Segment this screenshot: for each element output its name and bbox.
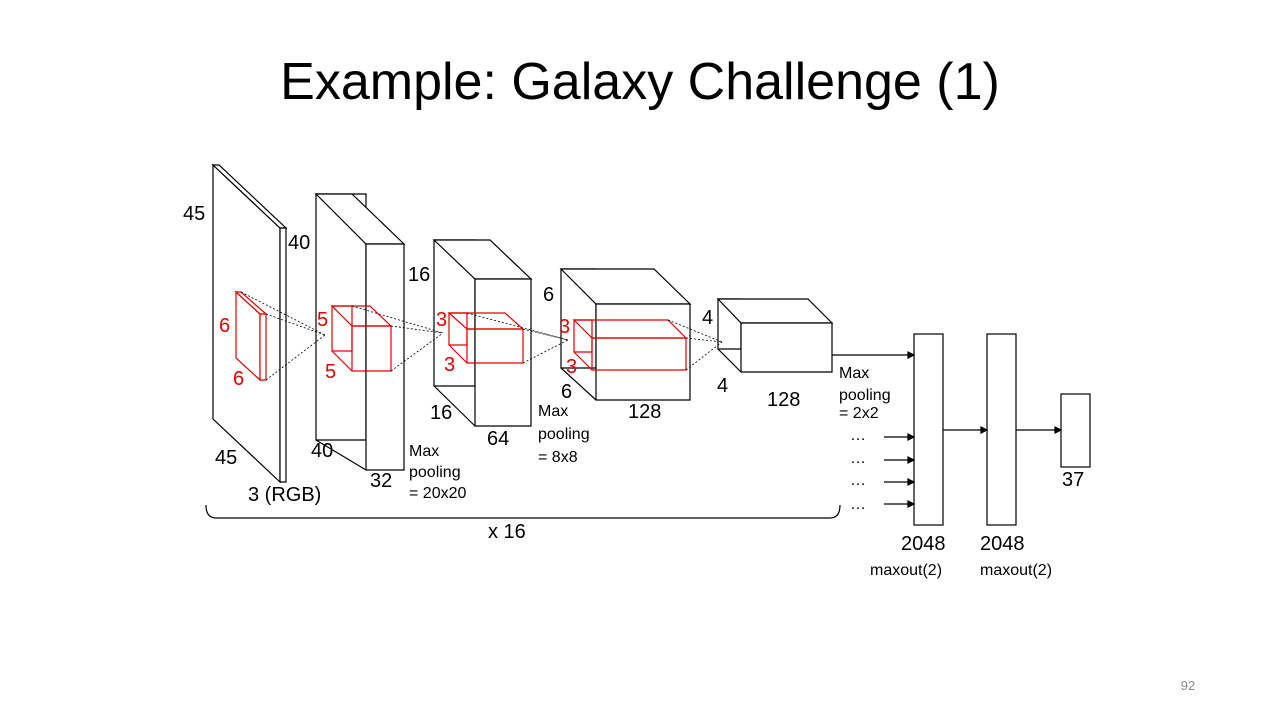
- input-height-label: 45: [183, 203, 205, 225]
- input-kernel: [234, 290, 268, 382]
- layer1-width-label: 40: [311, 440, 333, 462]
- layer3-kernel-label-a: 3: [559, 316, 570, 338]
- repeat-label: x 16: [488, 521, 526, 543]
- layer3-height-label: 6: [543, 284, 554, 306]
- layer2-pool-text-3: = 8x8: [538, 449, 578, 466]
- input-kernel-height-label: 6: [219, 315, 230, 337]
- page-number: 92: [1180, 678, 1196, 693]
- layer2-width-label: 16: [430, 402, 452, 424]
- output-layer: [1060, 393, 1091, 468]
- layer1-pool-text-3: = 20x20: [409, 485, 466, 502]
- input-depth-label: 3 (RGB): [248, 484, 321, 506]
- conv-volume-2: [432, 239, 533, 427]
- fc1-activation-label: maxout(2): [870, 562, 942, 579]
- fc1-units-label: 2048: [901, 533, 946, 555]
- layer4-width-label: 4: [717, 375, 728, 397]
- conv-volume-4: [716, 298, 834, 373]
- layer2-pool-text-1: Max: [538, 403, 568, 420]
- ellipsis-3: …: [850, 472, 866, 489]
- layer3-kernel-label-b: 3: [566, 356, 577, 378]
- conv-volume-3: [559, 268, 692, 401]
- layer1-depth-label: 32: [370, 470, 392, 492]
- repeat-bracket: [205, 504, 841, 519]
- layer1-pool-text-1: Max: [409, 443, 439, 460]
- layer1-kernel-label-a: 5: [317, 309, 328, 331]
- layer2-depth-label: 64: [487, 428, 509, 450]
- layer2-height-label: 16: [408, 264, 430, 286]
- input-width-label: 45: [215, 447, 237, 469]
- layer2-pool-text-2: pooling: [538, 426, 590, 443]
- output-units-label: 37: [1062, 469, 1084, 491]
- slide-title: Example: Galaxy Challenge (1): [280, 53, 1000, 111]
- fc2-units-label: 2048: [980, 533, 1025, 555]
- layer4-depth-label: 128: [767, 389, 800, 411]
- ellipsis-4: …: [850, 496, 866, 513]
- layer3-width-label: 6: [561, 381, 572, 403]
- fc2-activation-label: maxout(2): [980, 562, 1052, 579]
- layer2-kernel-label-a: 3: [436, 309, 447, 331]
- layer2-kernel-label-b: 3: [444, 354, 455, 376]
- layer1-kernel-label-b: 5: [325, 361, 336, 383]
- ellipsis-2: …: [850, 450, 866, 467]
- ellipsis-1: …: [850, 427, 866, 444]
- layer4-pool-text-2: pooling: [839, 387, 891, 404]
- connection-arrows: [832, 351, 1063, 508]
- layer4-height-label: 4: [702, 307, 713, 329]
- layer4-pool-text-3: = 2x2: [839, 405, 879, 422]
- fc1-layer: [913, 333, 944, 526]
- layer4-pool-text-1: Max: [839, 365, 869, 382]
- layer1-height-label: 40: [288, 232, 310, 254]
- input-kernel-width-label: 6: [233, 368, 244, 390]
- fc2-layer: [986, 333, 1017, 526]
- receptive-field-lines: [240, 291, 723, 381]
- layer3-depth-label: 128: [628, 401, 661, 423]
- conv-volume-1: [314, 193, 406, 471]
- layer1-pool-text-2: pooling: [409, 464, 461, 481]
